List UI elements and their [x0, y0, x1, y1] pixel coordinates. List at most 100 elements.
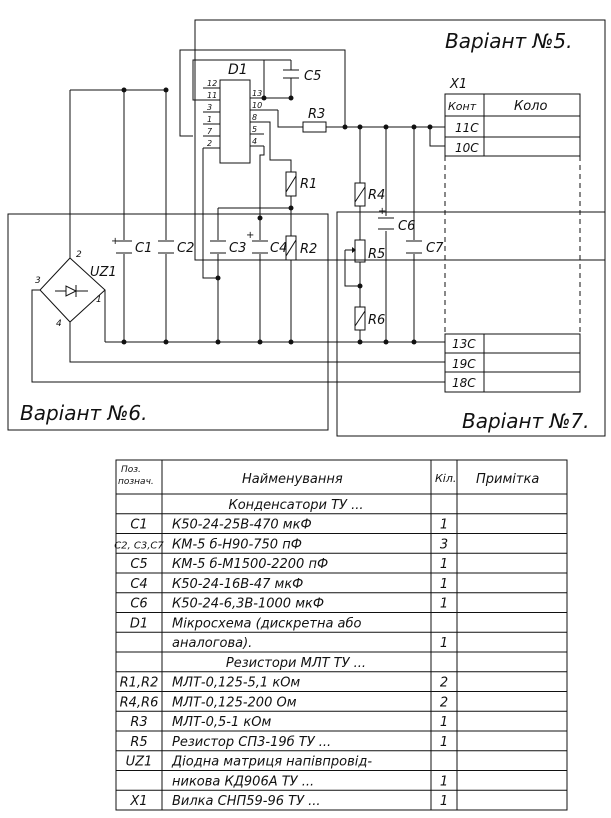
- uz1-pin-4: 4: [56, 319, 62, 329]
- bom-cell-qty: 3: [440, 537, 448, 552]
- bom-table: Поз. познач. Найменування Кіл. Примітка …: [114, 459, 568, 811]
- bom-cell-pos: D1: [130, 616, 148, 631]
- variant-7-label: Варіант №7.: [462, 409, 589, 433]
- bom-cell-pos: X1: [129, 794, 147, 809]
- d1-pin-2: 2: [207, 139, 212, 148]
- d1-pin-3: 3: [207, 103, 212, 112]
- bom-cell-qty: 1: [440, 794, 448, 809]
- bom-cell-pos: C1: [130, 518, 147, 533]
- x1-head-circuit: Коло: [514, 99, 547, 114]
- bom-row: D1 Мікросхема (дискретна або: [116, 616, 567, 633]
- bom-section-title: Резистори МЛТ ТУ ...: [226, 656, 366, 671]
- r5-label: R5: [368, 247, 385, 262]
- capacitor-c1: + C1: [111, 236, 152, 256]
- bom-row: C5 КМ-5 б-М1500-2200 пФ 1: [116, 557, 567, 574]
- bom-cell-name: МЛТ-0,125-200 Ом: [172, 695, 297, 710]
- bom-cell-name: аналогова).: [172, 636, 252, 651]
- d1-pin-11: 11: [207, 91, 217, 100]
- x1-pin-10c: 10C: [455, 141, 479, 155]
- resistor-r4: R4: [354, 182, 385, 207]
- x1-pin-13c: 13C: [452, 337, 476, 351]
- resistor-r3: R3: [302, 107, 327, 133]
- x1-pin-19c: 19C: [452, 357, 476, 371]
- bom-cell-pos: R5: [130, 735, 147, 750]
- variant-7-frame: Варіант №7.: [336, 211, 606, 437]
- bom-row: никова КД906А ТУ ...1: [116, 774, 567, 791]
- d1-pin-7: 7: [207, 127, 213, 136]
- c6-label: C6: [398, 219, 415, 234]
- c3-label: C3: [229, 241, 246, 256]
- x1-pin-18c: 18C: [452, 376, 476, 390]
- capacitor-c5: C5: [283, 69, 321, 84]
- r1-label: R1: [300, 177, 317, 192]
- bom-cell-name: МЛТ-0,5-1 кОм: [172, 715, 271, 730]
- uz1-label: UZ1: [90, 265, 117, 280]
- bom-cell-name: Вилка СНП59-96 ТУ ...: [172, 794, 321, 809]
- svg-text:+: +: [111, 236, 119, 247]
- c2-label: C2: [177, 241, 194, 256]
- junction-dots: [121, 87, 433, 345]
- bom-cell-qty: 1: [440, 518, 448, 533]
- capacitor-c2: C2: [158, 240, 194, 256]
- r6-label: R6: [368, 313, 385, 328]
- d1-pin-4: 4: [252, 137, 257, 146]
- x1-pin-11c: 11C: [455, 121, 479, 135]
- variant-6-label: Варіант №6.: [20, 401, 147, 425]
- d1-pin-12: 12: [207, 79, 217, 88]
- bom-header-note: Примітка: [476, 472, 539, 487]
- capacitor-c6: + C6: [378, 206, 415, 234]
- bom-row: X1 Вилка СНП59-96 ТУ ... 1: [116, 794, 567, 811]
- bom-cell-name: КМ-5 б-М1500-2200 пФ: [172, 557, 328, 572]
- variant-5-frame: Варіант №5.: [194, 19, 606, 261]
- bom-cell-qty: 1: [440, 557, 448, 572]
- d1-pin-5: 5: [252, 125, 257, 134]
- bom-row: R4,R6 МЛТ-0,125-200 Ом 2: [116, 695, 567, 712]
- bom-header-pos-1: Поз.: [121, 465, 141, 475]
- bom-row: аналогова). 1: [116, 636, 567, 653]
- bom-cell-name: К50-24-16В-47 мкФ: [172, 577, 303, 592]
- d1-pin-1: 1: [207, 115, 212, 124]
- bom-cell-qty: 1: [440, 597, 448, 612]
- bom-cell-pos: UZ1: [126, 755, 153, 770]
- bom-cell-pos: R3: [130, 715, 147, 730]
- bom-cell-qty: 2: [440, 695, 448, 710]
- svg-text:+: +: [378, 206, 386, 217]
- x1-head-contact: Конт: [448, 100, 477, 113]
- bom-cell-qty: 1: [440, 636, 448, 651]
- bom-row: R5 Резистор СП3-19б ТУ ... 1: [116, 735, 567, 752]
- d1-pin-8: 8: [252, 113, 257, 122]
- bom-cell-qty: 2: [440, 676, 448, 691]
- bom-cell-name: Резистор СП3-19б ТУ ...: [172, 735, 331, 750]
- capacitor-c4: + C4: [246, 230, 287, 256]
- svg-text:+: +: [246, 230, 254, 241]
- bom-cell-name: Мікросхема (дискретна або: [172, 616, 362, 631]
- bom-cell-pos: C2, C3,C7: [114, 540, 164, 551]
- wiring: [31, 49, 445, 383]
- bom-cell-pos: R4,R6: [120, 695, 159, 710]
- c1-label: C1: [135, 241, 152, 256]
- resistor-r5: R5: [345, 239, 385, 263]
- bom-row: Конденсатори ТУ ...: [116, 498, 567, 515]
- bom-cell-pos: C5: [130, 557, 147, 572]
- c4-label: C4: [270, 241, 287, 256]
- bom-cell-qty: 1: [440, 735, 448, 750]
- r2-label: R2: [300, 242, 317, 257]
- bom-cell-qty: 1: [440, 715, 448, 730]
- resistor-r1: R1: [285, 171, 317, 197]
- bom-header-qty: Кіл.: [435, 472, 456, 485]
- bom-header-pos-2: познач.: [118, 477, 154, 487]
- x1-label: X1: [449, 77, 467, 92]
- diode-bridge-uz1: UZ1 2 3 1 4: [35, 250, 117, 329]
- c5-label: C5: [304, 69, 321, 84]
- bom-row: Резистори МЛТ ТУ ...: [116, 656, 567, 673]
- variant-6-frame: Варіант №6.: [7, 213, 329, 431]
- bom-cell-name: никова КД906А ТУ ...: [172, 774, 314, 789]
- r4-label: R4: [368, 188, 385, 203]
- d1-label: D1: [228, 62, 248, 78]
